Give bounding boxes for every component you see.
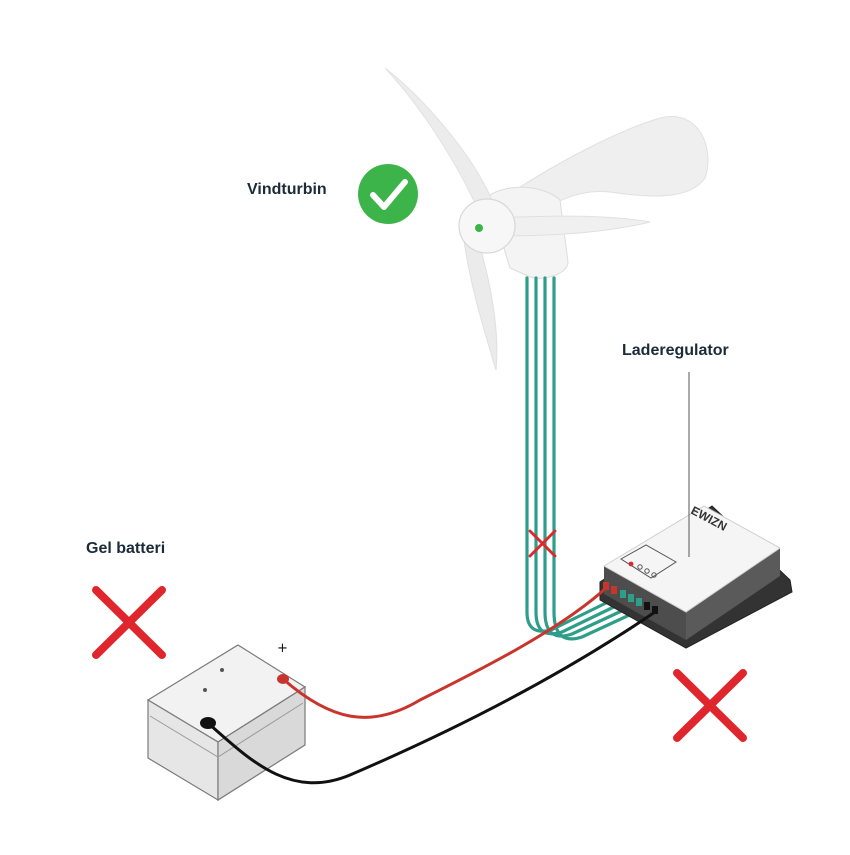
regulator-label: Laderegulator	[622, 342, 729, 359]
black-wire	[207, 610, 656, 785]
battery-vent-2	[203, 688, 207, 692]
teal-wire-2	[534, 276, 622, 636]
wire-cross-icon	[528, 529, 557, 558]
turbine-hub-dot	[475, 224, 483, 232]
regulator-cross-icon	[673, 669, 747, 742]
regulator-top	[603, 505, 781, 613]
turbine-blade-up	[384, 67, 493, 206]
regulator-terminals	[603, 582, 658, 614]
regulator-button-3	[651, 572, 657, 578]
teal-wire-4	[552, 276, 638, 641]
charge-regulator: EWIZN	[599, 503, 793, 649]
regulator-side-right	[686, 548, 780, 640]
gel-battery: +	[146, 641, 307, 802]
red-wire	[282, 586, 608, 719]
battery-vent-1	[220, 668, 224, 672]
regulator-button-2	[644, 568, 650, 574]
turbine-label: Vindturbin	[247, 181, 327, 198]
teal-wire-3	[543, 276, 630, 638]
battery-plus-label: +	[277, 641, 288, 656]
check-circle-icon	[358, 164, 418, 224]
teal-wire-1	[525, 276, 614, 633]
battery-cross-icon	[92, 586, 166, 659]
turbine-blade-right	[494, 215, 651, 237]
regulator-led	[628, 561, 634, 567]
turbine-hub	[458, 198, 516, 254]
wind-turbine	[384, 67, 709, 371]
regulator-button-1	[637, 564, 643, 570]
turbine-blade-down	[463, 239, 498, 371]
regulator-panel	[620, 544, 677, 579]
battery-label: Gel batteri	[86, 540, 166, 557]
